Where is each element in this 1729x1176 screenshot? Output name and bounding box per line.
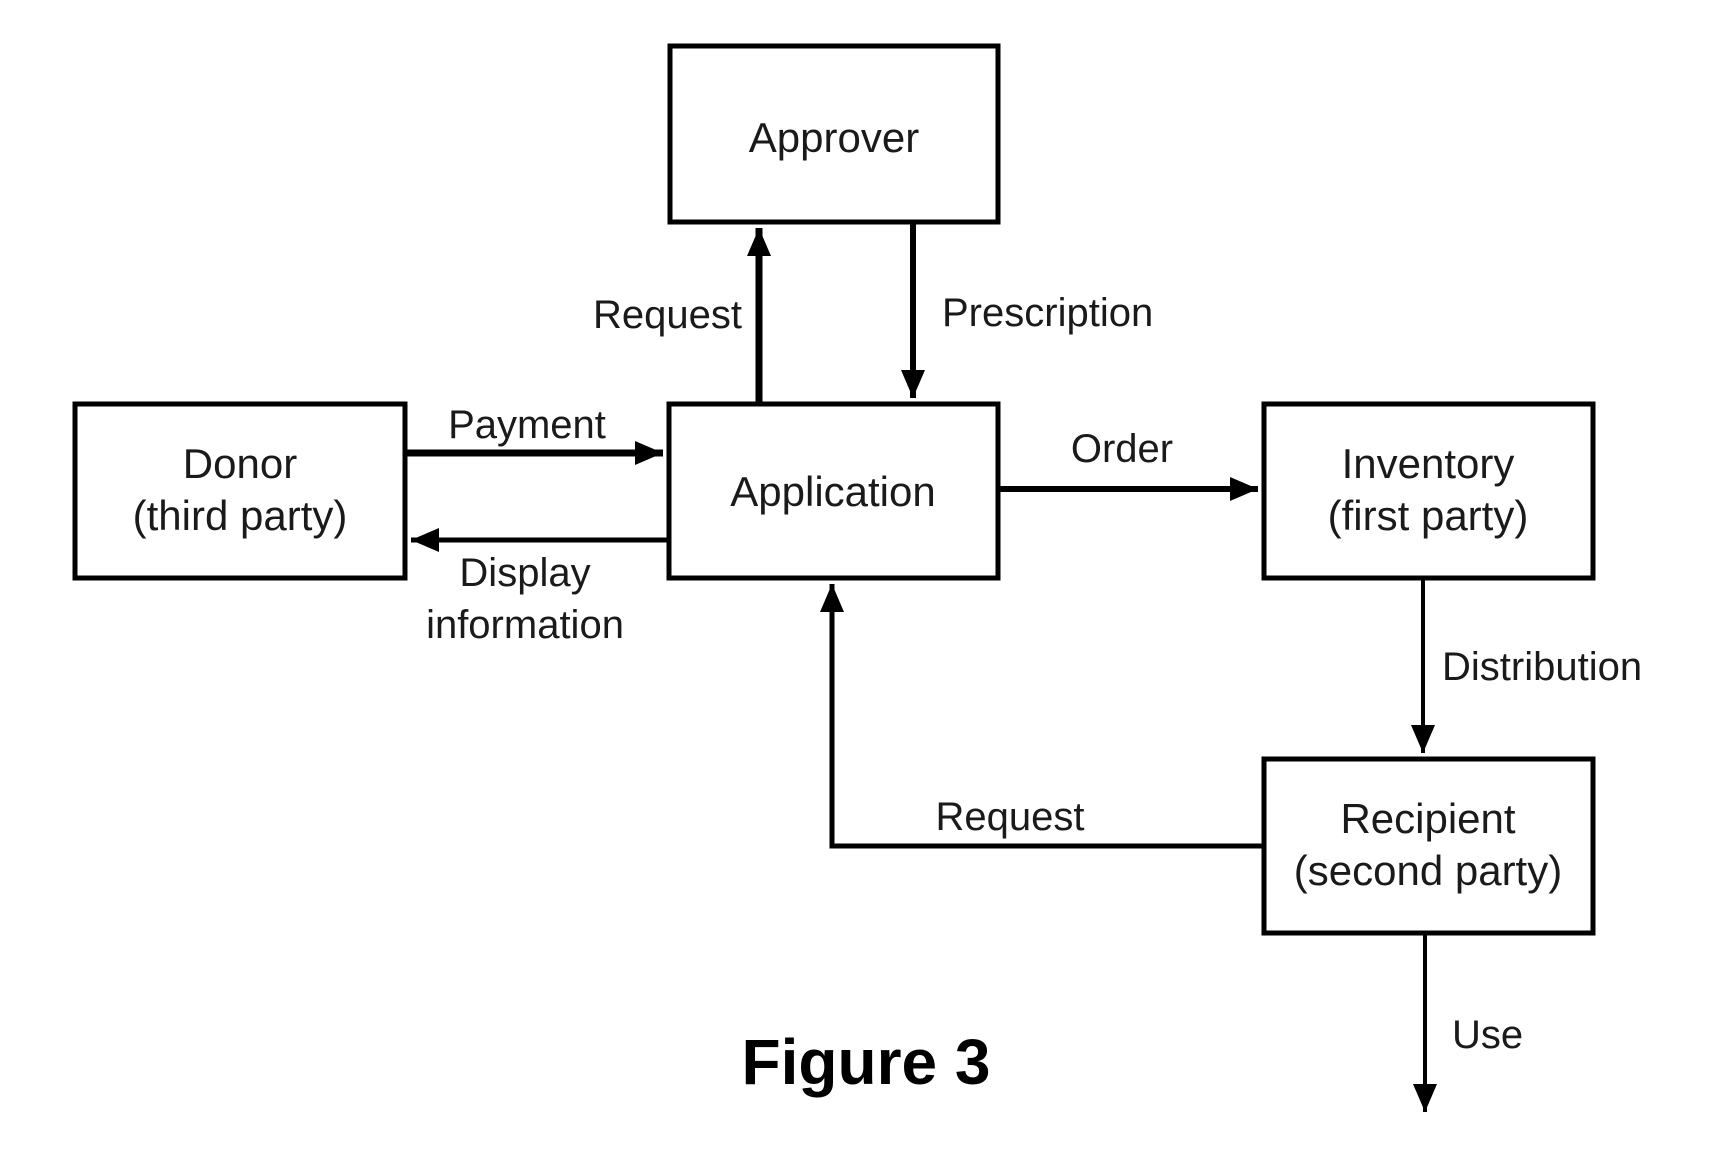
display-information-label-line1: Display bbox=[459, 551, 590, 595]
display-information-label-line2: information bbox=[426, 603, 624, 647]
inventory-label: Inventory bbox=[1342, 440, 1515, 487]
inventory-box bbox=[1261, 401, 1596, 581]
inventory-sublabel: (first party) bbox=[1328, 492, 1529, 539]
prescription-label: Prescription bbox=[942, 291, 1153, 335]
request-to-application-label: Request bbox=[936, 795, 1085, 839]
recipient-box bbox=[1261, 756, 1596, 936]
approver-label: Approver bbox=[749, 114, 919, 161]
request-to-approver-label: Request bbox=[593, 293, 742, 337]
approver-node: Approver bbox=[667, 43, 1001, 225]
use-label: Use bbox=[1452, 1013, 1523, 1057]
application-label: Application bbox=[730, 468, 935, 515]
distribution-label: Distribution bbox=[1442, 645, 1642, 689]
donor-label: Donor bbox=[183, 440, 297, 487]
application-node: Application bbox=[666, 401, 1001, 581]
approver-box bbox=[667, 43, 1001, 225]
application-box bbox=[666, 401, 1001, 581]
recipient-sublabel: (second party) bbox=[1294, 847, 1562, 894]
payment-label: Payment bbox=[448, 403, 606, 447]
inventory-node: Inventory (first party) bbox=[1261, 401, 1596, 581]
recipient-node: Recipient (second party) bbox=[1261, 756, 1596, 936]
request-to-application-arrow bbox=[820, 584, 1264, 849]
recipient-label: Recipient bbox=[1340, 795, 1515, 842]
donor-sublabel: (third party) bbox=[133, 492, 348, 539]
donor-node: Donor (third party) bbox=[72, 401, 408, 581]
figure-caption: Figure 3 bbox=[742, 1026, 991, 1098]
order-label: Order bbox=[1071, 427, 1173, 471]
donor-box bbox=[72, 401, 408, 581]
